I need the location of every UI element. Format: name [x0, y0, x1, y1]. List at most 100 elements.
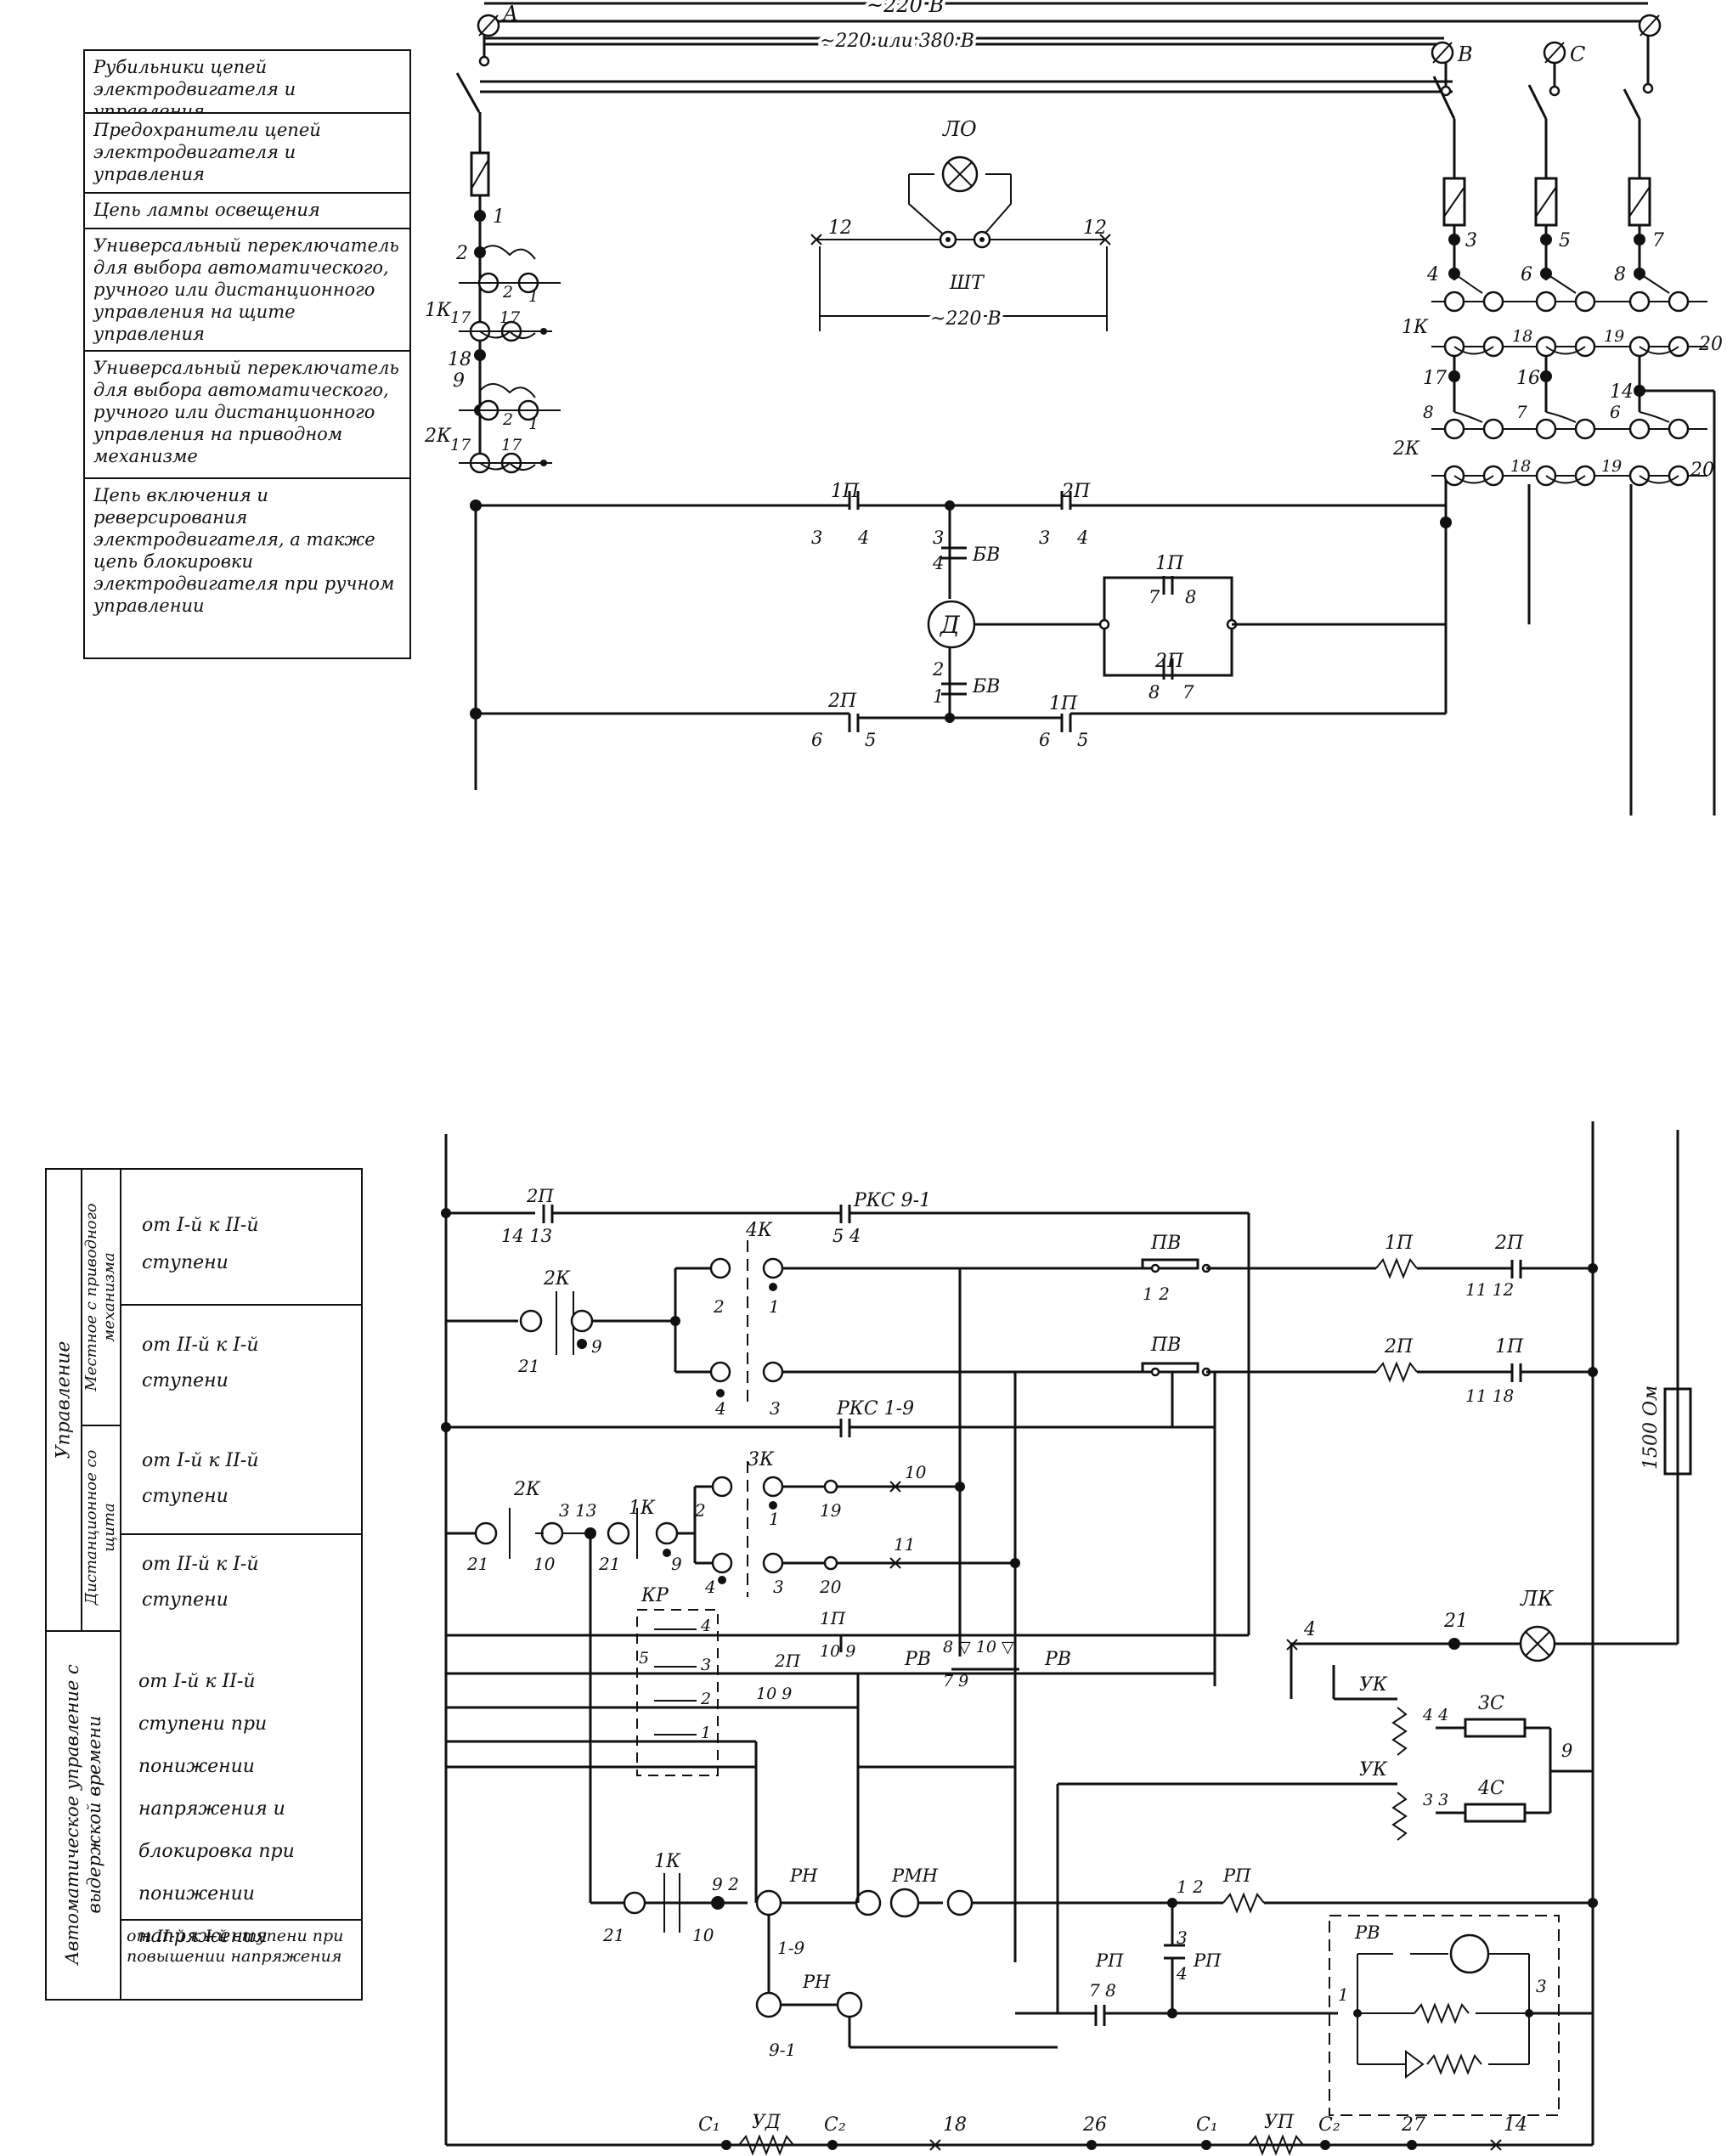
legend-row-drive-switch: Универсальный переключатель для выбора а… [85, 352, 409, 479]
pin-1-4k: 1 [769, 1296, 780, 1317]
label-9: 9 [453, 370, 465, 392]
pin-5-1p: 5 [1077, 730, 1088, 750]
coil-1p-upper: 1П [1385, 1233, 1414, 1254]
legend-row-fuses: Предохранители цепей электродвигателя и … [85, 114, 409, 194]
bv-lower-label: БВ [972, 676, 1000, 697]
pins-5-4: 5 4 [832, 1226, 861, 1246]
pin-9-uk: 9 [1561, 1741, 1572, 1761]
ud-label: УД [752, 2112, 782, 2133]
pin-21-1k: 21 [598, 1554, 620, 1574]
label-8-r: 8 [1614, 264, 1626, 285]
t26-label: 26 [1082, 2114, 1107, 2136]
contact-2p-bot: 2П [827, 691, 857, 712]
pin-4-3k: 4 [704, 1577, 716, 1597]
pin-8-2p: 8 [1149, 682, 1160, 703]
pin-6-2p: 6 [811, 730, 822, 750]
pins-14-13: 14 13 [501, 1226, 552, 1246]
rn-upper-label: РН [789, 1865, 818, 1886]
kr-pin-2: 2 [700, 1690, 711, 1708]
pin-21-1k-lower: 21 [602, 1925, 624, 1945]
rmn-label: РМН [891, 1865, 939, 1886]
c2-left-label: С₂ [824, 2114, 846, 2136]
pins-3-3: 3 3 [1423, 1791, 1448, 1809]
c1-left-label: С₁ [698, 2114, 720, 2136]
label-17-1k-a: 17 [450, 308, 471, 327]
switch-1k-right-label: 1К [1402, 317, 1429, 338]
kr-pin-4: 4 [700, 1617, 711, 1635]
terminal-c: С [1543, 41, 1585, 97]
pin-5-2p: 5 [865, 730, 876, 750]
pin-4-2p: 4 [1076, 528, 1088, 548]
pins-11-12: 11 12 [1465, 1279, 1514, 1300]
c2-right-label: С₂ [1318, 2114, 1340, 2136]
pin-2-3k: 2 [694, 1500, 706, 1521]
resistor-1500-label: 1500 Ом [1640, 1386, 1662, 1470]
label-19-1k-r: 19 [1604, 327, 1624, 346]
kr-pin-5: 5 [639, 1649, 649, 1668]
rv-box-pin-3: 3 [1536, 1976, 1547, 1996]
pin-2-bv: 2 [932, 659, 944, 680]
pins-4-4: 4 4 [1422, 1706, 1448, 1724]
contact-1p-11-18: 1П [1495, 1336, 1524, 1357]
legend-label-control: Управление [53, 1340, 75, 1459]
pin-4-4k: 4 [714, 1398, 726, 1419]
pins-9-2: 9 2 [712, 1874, 739, 1894]
lamp-circuit: ЛО ШТ ~220 В 12 12 [810, 117, 1111, 333]
contact-2p-top-a: 2П [1061, 481, 1091, 502]
pin-3-1p: 3 [811, 528, 822, 548]
uk-upper-label: УК [1359, 1674, 1388, 1696]
label-12-left: 12 [828, 217, 852, 239]
legend-row-motor-circuit: Цепь включения и реверсирования электрод… [93, 485, 395, 616]
label-17-2k-b: 17 [501, 436, 522, 454]
rv-pins-lower: 7 9 [943, 1672, 968, 1690]
pin-4-1p: 4 [857, 528, 869, 548]
legend-row-remote-2-1: от II-й к I-й ступени [142, 1554, 259, 1611]
pin-21-2k: 21 [517, 1356, 539, 1376]
rn-lower-label: РН [802, 1972, 831, 1992]
pins-1-2-rp: 1 2 [1177, 1877, 1204, 1897]
plug-label: ШТ [949, 273, 985, 294]
uk-lower-label: УК [1359, 1759, 1388, 1781]
legend-row-local-2-1: от II-й к I-й ступени [142, 1335, 259, 1391]
legend-col-control: Управление [47, 1170, 82, 1632]
legend-label-local: Местное с приводного механизма [82, 1203, 118, 1391]
label-20-2k-r: 20 [1690, 460, 1714, 481]
kr-pin-3: 3 [701, 1656, 711, 1674]
label-19-2k-r: 19 [1601, 457, 1622, 476]
pin-8-1p: 8 [1185, 587, 1196, 607]
pv-lower-label: ПВ [1150, 1335, 1181, 1356]
top-schematic: ~220 В ~220 или 380 В А В С 1 2 18 9 [424, 0, 1723, 816]
pin-3-2p: 3 [1039, 528, 1050, 548]
pin-2-4k: 2 [713, 1296, 725, 1317]
contact-2p-mid: 2П [1154, 651, 1184, 672]
switch-1k-left-label: 1К [425, 300, 452, 321]
legend-row-switches: Рубильники цепей электродвигателя и упра… [85, 51, 409, 114]
contact-1p-top-a: 1П [831, 481, 860, 502]
pv-upper-label: ПВ [1150, 1233, 1181, 1254]
label-7: 7 [1652, 230, 1664, 251]
pin-3-bv: 3 [933, 528, 944, 548]
pins-11-18: 11 18 [1465, 1386, 1514, 1406]
rv-box-pin-1: 1 [1338, 1984, 1349, 2005]
contact-1p-10-9: 1П [820, 1608, 846, 1628]
label-14-r: 14 [1610, 381, 1634, 403]
pin-4-rp: 4 [1176, 1963, 1188, 1984]
k2-remote-label: 2К [513, 1479, 541, 1500]
label-4-lk: 4 [1303, 1619, 1316, 1640]
coil-2p-lower: 2П [1384, 1336, 1414, 1357]
top-legend-table: Рубильники цепей электродвигателя и упра… [83, 49, 411, 659]
label-6-r: 6 [1521, 264, 1532, 285]
terminal-a: А [477, 2, 518, 67]
bottom-legend-table: Управление Автоматическое управление с в… [45, 1168, 363, 2001]
motor-circuit: Д 1П 2П 1П 2П 2П 1П БВ БВ 3 4 3 4 3 4 7 … [470, 476, 1452, 790]
rv-box-label: РВ [1354, 1922, 1380, 1943]
contact-1p-bot: 1П [1049, 693, 1078, 714]
r4s-label: 4С [1477, 1778, 1504, 1799]
pv-button-lower: ПВ [1141, 1335, 1211, 1377]
switch-2k-right: 2К 18 19 20 8 7 6 [1392, 402, 1714, 487]
switch-1k-left: 1К 17 17 2 1 [425, 245, 561, 342]
legend-row-lamp: Цепь лампы освещения [85, 194, 409, 229]
label-21-lk: 21 [1443, 1611, 1468, 1632]
pin-10-1k-lower: 10 [692, 1925, 714, 1945]
label-2-1k: 2 [502, 283, 513, 302]
